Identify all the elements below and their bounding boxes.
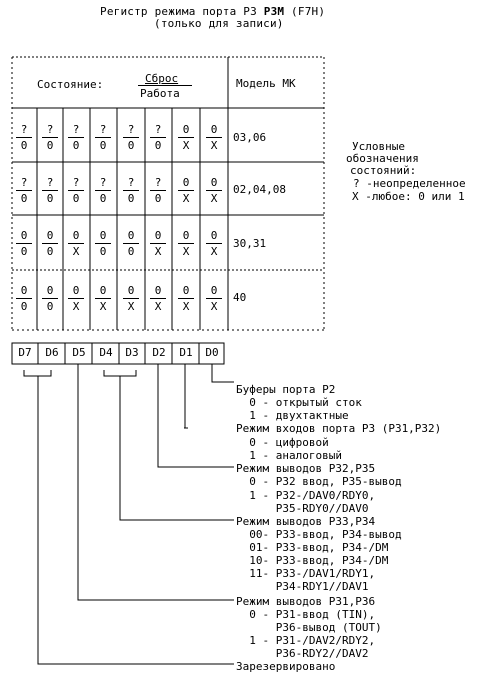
desc-line: 1 - Р32-/DAV0/RDY0, (236, 489, 376, 502)
cell: ?0 (119, 124, 143, 151)
desc-line: 11- Р33-/DAV1/RDY1, (236, 567, 376, 580)
desc-line: Буферы порта Р2 (236, 383, 336, 396)
cell: ?0 (12, 177, 36, 204)
desc-line: 01- Р33-ввод, Р34-/DM (236, 541, 389, 554)
desc-line: Зарезервировано (236, 660, 336, 673)
desc-line: 0 - цифровой (236, 436, 329, 449)
legend-line: состояний: (350, 164, 417, 177)
model-cell: 40 (233, 291, 247, 304)
desc-line: 0 - Р32 ввод, Р35-вывод (236, 475, 402, 488)
header-divider (138, 85, 192, 86)
cell: ?0 (146, 177, 170, 204)
cell: ?0 (91, 124, 115, 151)
cell: ?0 (64, 177, 88, 204)
header-model: Модель МК (236, 77, 296, 90)
desc-line: Режим выводов Р32,Р35 (236, 462, 376, 475)
bit-label-d7: D7 (18, 346, 32, 359)
cell: ?0 (38, 124, 62, 151)
desc-line: 0 - открытый сток (236, 396, 362, 409)
legend-line: Х -любое: 0 или 1 (352, 190, 465, 203)
bit-label-d0: D0 (205, 346, 219, 359)
model-cell: 30,31 (233, 237, 267, 250)
bit-label-d3: D3 (125, 346, 139, 359)
desc-line: 0 - Р31-ввод (TIN), (236, 608, 376, 621)
desc-line: 1 - двухтактные (236, 409, 349, 422)
desc-line: Режим выводов Р33,Р34 (236, 515, 376, 528)
desc-line: 00- Р33-ввод, Р34-вывод (236, 528, 402, 541)
desc-line: Р34-RDY1//DAV1 (236, 580, 369, 593)
bit-label-d1: D1 (179, 346, 193, 359)
cell: ?0 (64, 124, 88, 151)
desc-line: 10- Р33-ввод, Р34-/DM (236, 554, 389, 567)
cell: ?0 (38, 177, 62, 204)
legend-line: ? -неопределенное (353, 177, 466, 190)
cell: ?0 (146, 124, 170, 151)
desc-line: Р35-RDY0//DAV0 (236, 502, 369, 515)
header-reset: Сброс (145, 72, 179, 85)
desc-line: 1 - аналоговый (236, 449, 342, 462)
desc-line: 1 - Р31-/DAV2/RDY2, (236, 634, 376, 647)
header-work: Работа (140, 87, 180, 100)
bit-label-d4: D4 (99, 346, 113, 359)
bit-label-d5: D5 (72, 346, 86, 359)
legend-line: обозначения (346, 152, 419, 165)
cell: ?0 (91, 177, 115, 204)
desc-line: Режим входов порта Р3 (Р31,Р32) (236, 422, 442, 435)
cell: ?0 (119, 177, 143, 204)
desc-line: Р36-RDY2//DAV2 (236, 647, 369, 660)
cell: ?0 (12, 124, 36, 151)
model-cell: 03,06 (233, 131, 267, 144)
header-state: Состояние: (37, 78, 104, 91)
page-subtitle: (только для записи) (154, 17, 284, 30)
legend-line: Условные (352, 140, 405, 153)
page-title: Регистр режима порта Р3 Р3М (F7H) (100, 5, 326, 18)
model-cell: 02,04,08 (233, 183, 286, 196)
bit-label-d2: D2 (152, 346, 166, 359)
desc-line: Р36-вывод (TOUT) (236, 621, 382, 634)
desc-line: Режим выводов Р31,Р36 (236, 595, 376, 608)
bit-label-d6: D6 (45, 346, 59, 359)
